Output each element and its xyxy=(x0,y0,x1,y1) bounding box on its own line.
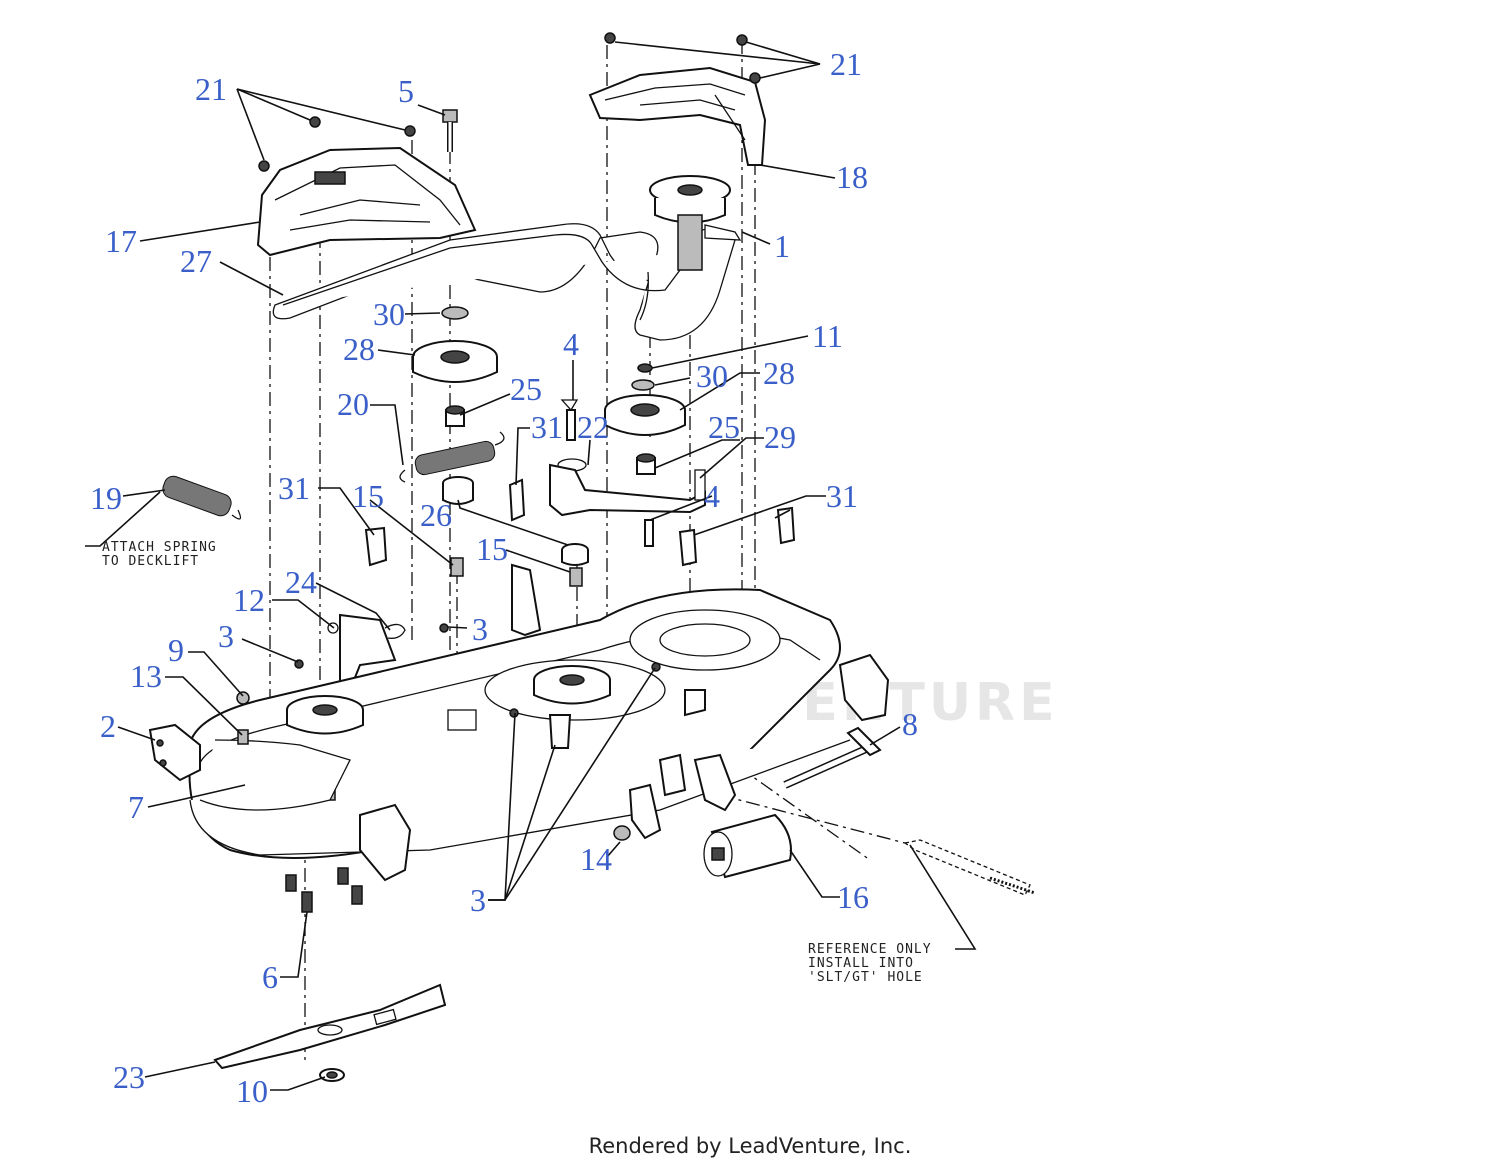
callout-20: 20 xyxy=(337,386,369,422)
nut-11 xyxy=(637,363,653,373)
front-bracket-2 xyxy=(148,723,201,782)
callout-27: 27 xyxy=(180,243,212,279)
callout-11: 11 xyxy=(812,318,843,354)
spacer-26 xyxy=(442,476,589,566)
callout-19: 19 xyxy=(90,480,122,516)
callout-15: 15 xyxy=(352,478,384,514)
callout-7: 7 xyxy=(128,789,144,825)
bracket-center-lower xyxy=(447,689,706,749)
callout-25: 25 xyxy=(510,371,542,407)
belt-cover-right xyxy=(588,66,767,166)
note-line: TO DECKLIFT xyxy=(102,554,199,569)
callout-31: 31 xyxy=(531,409,563,445)
note-line: 'SLT/GT' HOLE xyxy=(808,970,923,985)
note-line: ATTACH SPRING xyxy=(102,540,217,555)
deck-rod-8 xyxy=(783,726,882,789)
callout-15: 15 xyxy=(476,531,508,567)
callout-3: 3 xyxy=(218,618,234,654)
blade-nut-10 xyxy=(319,1068,345,1082)
callout-9: 9 xyxy=(168,632,184,668)
callout-13: 13 xyxy=(130,658,162,694)
tension-spring-20 xyxy=(399,431,505,483)
pin-4-lower xyxy=(644,519,654,547)
callout-6: 6 xyxy=(262,959,278,995)
side-bracket-right xyxy=(838,653,890,722)
render-credit: Rendered by LeadVenture, Inc. xyxy=(588,1134,912,1158)
callout-3: 3 xyxy=(470,882,486,918)
leader-lines xyxy=(85,41,977,1091)
callout-18: 18 xyxy=(836,159,868,195)
callout-4: 4 xyxy=(563,326,579,362)
callout-26: 26 xyxy=(420,497,452,533)
bearing-30-right xyxy=(631,379,655,391)
callout-16: 16 xyxy=(837,879,869,915)
callout-14: 14 xyxy=(580,841,612,877)
callout-28: 28 xyxy=(343,331,375,367)
callout-30: 30 xyxy=(696,358,728,394)
callout-25: 25 xyxy=(708,409,740,445)
bushings-15 xyxy=(450,557,583,587)
note-line: REFERENCE ONLY xyxy=(808,942,932,957)
callout-28: 28 xyxy=(763,355,795,391)
callout-21: 21 xyxy=(830,46,862,82)
screw-3b xyxy=(439,623,449,633)
clips-31 xyxy=(364,478,796,567)
callout-22: 22 xyxy=(577,409,609,445)
idler-pulley-28-right xyxy=(604,394,686,436)
callout-24: 24 xyxy=(285,564,317,600)
hex-bolts-21 xyxy=(258,32,761,172)
center-bracket xyxy=(511,563,542,637)
anti-scalp-roller-16 xyxy=(703,813,792,879)
callout-31: 31 xyxy=(278,470,310,506)
bearing-30-left xyxy=(441,306,469,320)
callout-8: 8 xyxy=(902,706,918,742)
callout-2: 2 xyxy=(100,708,116,744)
callout-29: 29 xyxy=(764,419,796,455)
nut-14 xyxy=(613,825,631,841)
callout-30: 30 xyxy=(373,296,405,332)
callout-12: 12 xyxy=(233,582,265,618)
hanger-bracket xyxy=(628,753,737,840)
spacer-25-right xyxy=(636,453,656,475)
bolt-5 xyxy=(442,109,458,152)
mower-blade-23 xyxy=(213,983,447,1070)
rear-bracket xyxy=(359,803,412,882)
callout-10: 10 xyxy=(236,1073,268,1109)
blade-bolts-6 xyxy=(285,867,363,913)
idler-pulley-28-left xyxy=(412,340,498,383)
note-line: INSTALL INTO xyxy=(808,956,914,971)
bolt-13 xyxy=(237,729,249,745)
callout-31: 31 xyxy=(826,478,858,514)
spring-note: ATTACH SPRING TO DECKLIFT xyxy=(102,540,217,569)
screw-3c xyxy=(509,708,519,718)
callout-4: 4 xyxy=(704,478,720,514)
callout-21: 21 xyxy=(195,71,227,107)
deck-lift-spring-19 xyxy=(162,475,242,520)
reference-note: REFERENCE ONLY INSTALL INTO 'SLT/GT' HOL… xyxy=(808,942,932,985)
callout-labels: 21 5 21 18 17 27 1 30 28 4 11 30 28 25 2… xyxy=(90,46,918,1109)
belt-cover-left xyxy=(256,146,477,257)
spacer-25-left xyxy=(445,405,465,427)
callout-23: 23 xyxy=(113,1059,145,1095)
callout-3: 3 xyxy=(472,611,488,647)
nut-9 xyxy=(236,691,250,705)
callout-1: 1 xyxy=(774,228,790,264)
callout-5: 5 xyxy=(398,73,414,109)
callout-17: 17 xyxy=(105,223,137,259)
pin-4-upper xyxy=(560,399,579,441)
spindle-assembly-1 xyxy=(649,175,742,271)
bracket-12-24 xyxy=(327,613,406,691)
